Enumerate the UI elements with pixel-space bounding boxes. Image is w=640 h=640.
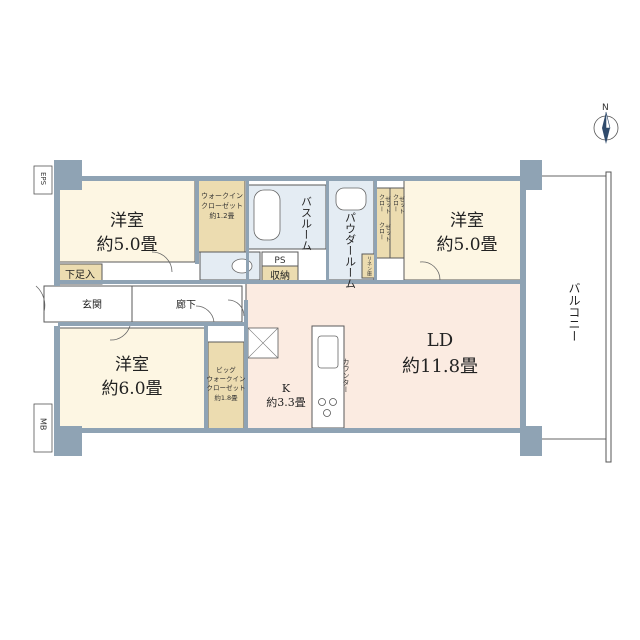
closet-c-line2: ゼット <box>384 223 391 242</box>
room-west-bottom-size: 約6.0畳 <box>101 379 162 399</box>
kitchen-size: 約3.3畳 <box>266 395 306 409</box>
hallway <box>131 285 243 323</box>
compass-icon: N <box>593 103 619 144</box>
walk-in-closet <box>197 179 246 253</box>
walk-in-line1: ウォークイン <box>201 192 243 200</box>
storage-label: 収納 <box>270 269 290 282</box>
entrance <box>43 285 133 323</box>
doors <box>35 251 441 341</box>
counter-label: カウンター <box>342 358 350 393</box>
room-west-bottom-name: 洋室 <box>115 355 149 375</box>
room-west-bottom <box>57 327 207 431</box>
eps-box: EPS <box>33 165 53 195</box>
compass-north-label: N <box>602 103 609 113</box>
washbasin-icon <box>335 187 367 211</box>
room-east-top-name: 洋室 <box>450 211 484 231</box>
mb-box: MB <box>33 403 53 453</box>
closet-a-line2: ゼット <box>384 195 391 214</box>
walls <box>54 160 542 456</box>
sink-icon <box>317 335 339 369</box>
closet-c-line1: クロー <box>378 222 385 240</box>
eps-label: EPS <box>39 172 47 186</box>
big-walk-in-line2: ウォークイン <box>207 375 246 383</box>
shoe-storage-label: 下足入 <box>65 269 95 281</box>
room-west-top-name: 洋室 <box>110 211 144 231</box>
powder-label: パウダールーム <box>344 212 357 289</box>
balcony-label: バルコニー <box>567 282 581 342</box>
ld-room <box>245 281 523 431</box>
balcony: バルコニー <box>537 171 612 463</box>
room-west-top-size: 約5.0畳 <box>96 235 157 255</box>
ld-name: LD <box>427 330 453 351</box>
ld-size: 約11.8畳 <box>402 356 478 377</box>
big-walk-in-line4: 約1.8畳 <box>214 393 238 402</box>
kitchen-name: K <box>282 382 291 395</box>
big-walk-in-line1: ビッグ <box>216 365 236 374</box>
big-walk-in-closet <box>207 341 245 431</box>
room-east-top <box>403 179 523 281</box>
closet-b-line2: ゼット <box>398 195 405 214</box>
bath-label: バスルーム <box>300 196 313 251</box>
mb-label: MB <box>39 418 48 430</box>
big-walk-in-line3: クローゼット <box>207 383 246 392</box>
room-east-top-size: 約5.0畳 <box>436 235 497 255</box>
walk-in-line3: 約1.2畳 <box>209 211 234 220</box>
walk-in-line2: クローゼット <box>201 201 243 210</box>
bathtub-icon <box>253 189 281 241</box>
linen-label: リネン庫 <box>366 256 372 277</box>
stove-icon <box>318 398 337 417</box>
closet-b-line1: クロー <box>392 194 399 212</box>
entrance-label: 玄関 <box>82 298 102 311</box>
ps-label: PS <box>274 256 285 266</box>
closet-a-line1: クロー <box>378 194 385 212</box>
hallway-label: 廊下 <box>176 298 196 311</box>
